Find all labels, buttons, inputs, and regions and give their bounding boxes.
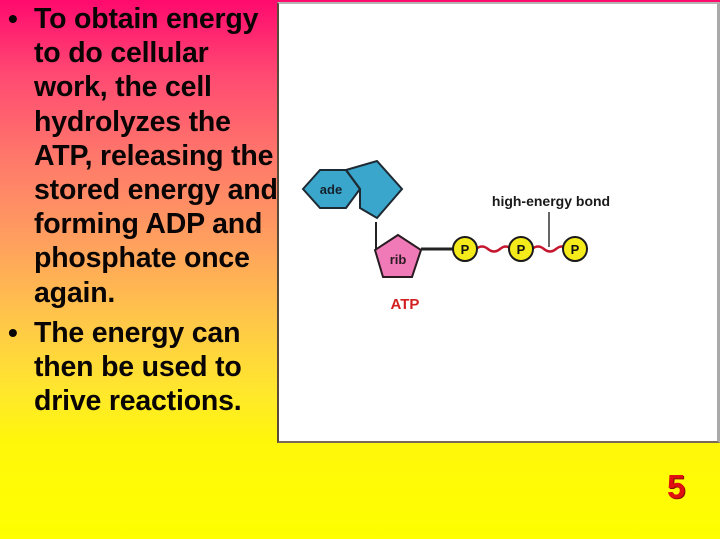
- bullet-item: • To obtain energy to do cellular work, …: [8, 2, 280, 310]
- atp-label: ATP: [391, 296, 420, 313]
- high-energy-bond-1: [475, 245, 512, 253]
- ribose-pentagon: [373, 233, 423, 278]
- phosphate-2: P: [508, 236, 534, 262]
- bullet-marker: •: [8, 3, 18, 34]
- atp-diagram-panel: ade rib high-energy bond P P P ATP: [277, 2, 720, 443]
- high-energy-bond-2: [531, 245, 568, 253]
- phosphate-label: P: [571, 242, 580, 257]
- bullet-marker: •: [8, 316, 18, 348]
- phosphate-label: P: [517, 242, 526, 257]
- ribose-label: rib: [390, 252, 407, 267]
- phosphate-1: P: [452, 236, 478, 262]
- phosphate-label: P: [461, 242, 470, 257]
- high-energy-bond-label: high-energy bond: [492, 193, 610, 209]
- bullet-list: • To obtain energy to do cellular work, …: [8, 2, 280, 424]
- phosphate-3: P: [562, 236, 588, 262]
- slide-number: 5: [667, 468, 686, 505]
- bullet-item: • The energy can then be used to drive r…: [8, 316, 280, 419]
- bullet-text: The energy can then be used to drive rea…: [34, 316, 242, 418]
- adenine-label: ade: [320, 182, 342, 197]
- atp-structure-diagram: ade rib high-energy bond P P P ATP: [301, 159, 610, 313]
- bullet-text: To obtain energy to do cellular work, th…: [34, 3, 278, 309]
